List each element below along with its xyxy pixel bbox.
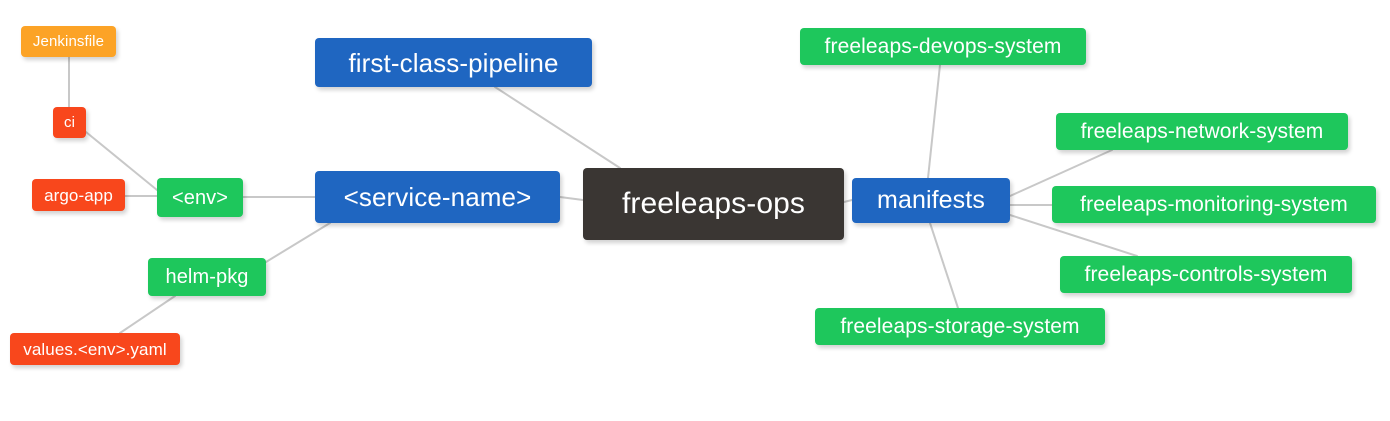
node-jenkinsfile[interactable]: Jenkinsfile — [21, 26, 116, 57]
node-label: first-class-pipeline — [348, 47, 559, 78]
edge-first-class-pipeline-to-freeleaps-ops — [494, 86, 621, 169]
node-values-yaml[interactable]: values.<env>.yaml — [10, 333, 180, 365]
edge-freeleaps-ops-to-manifests — [843, 199, 853, 203]
node-argo-app[interactable]: argo-app — [32, 179, 125, 211]
node-freeleaps-devops-system[interactable]: freeleaps-devops-system — [800, 28, 1086, 65]
edge-freeleaps-devops-system-to-manifests — [927, 64, 941, 179]
node-label: freeleaps-monitoring-system — [1080, 193, 1348, 216]
node-label: argo-app — [44, 185, 113, 205]
node-freeleaps-monitoring-system[interactable]: freeleaps-monitoring-system — [1052, 186, 1376, 223]
edge-service-name-to-helm-pkg — [265, 222, 331, 263]
node-freeleaps-controls-system[interactable]: freeleaps-controls-system — [1060, 256, 1352, 293]
node-label: <env> — [171, 186, 229, 209]
node-manifests[interactable]: manifests — [852, 178, 1010, 223]
node-env[interactable]: <env> — [157, 178, 243, 217]
edge-manifests-to-freeleaps-storage-system — [929, 222, 959, 309]
node-freeleaps-ops[interactable]: freeleaps-ops — [583, 168, 844, 240]
node-first-class-pipeline[interactable]: first-class-pipeline — [315, 38, 592, 87]
edge-service-name-to-freeleaps-ops — [559, 196, 584, 201]
node-label: helm-pkg — [165, 266, 249, 288]
node-label: freeleaps-controls-system — [1084, 263, 1328, 286]
node-service-name[interactable]: <service-name> — [315, 171, 560, 223]
node-label: manifests — [877, 186, 985, 214]
node-label: ci — [63, 114, 76, 131]
node-ci[interactable]: ci — [53, 107, 86, 138]
node-helm-pkg[interactable]: helm-pkg — [148, 258, 266, 296]
node-freeleaps-network-system[interactable]: freeleaps-network-system — [1056, 113, 1348, 150]
node-label: freeleaps-devops-system — [824, 35, 1062, 58]
node-freeleaps-storage-system[interactable]: freeleaps-storage-system — [815, 308, 1105, 345]
node-label: freeleaps-ops — [621, 187, 806, 220]
edge-helm-pkg-to-values-yaml — [119, 295, 176, 334]
node-label: values.<env>.yaml — [23, 339, 167, 359]
node-label: Jenkinsfile — [32, 33, 105, 50]
node-label: freeleaps-network-system — [1080, 120, 1324, 143]
node-label: <service-name> — [343, 182, 532, 212]
node-label: freeleaps-storage-system — [840, 315, 1080, 338]
